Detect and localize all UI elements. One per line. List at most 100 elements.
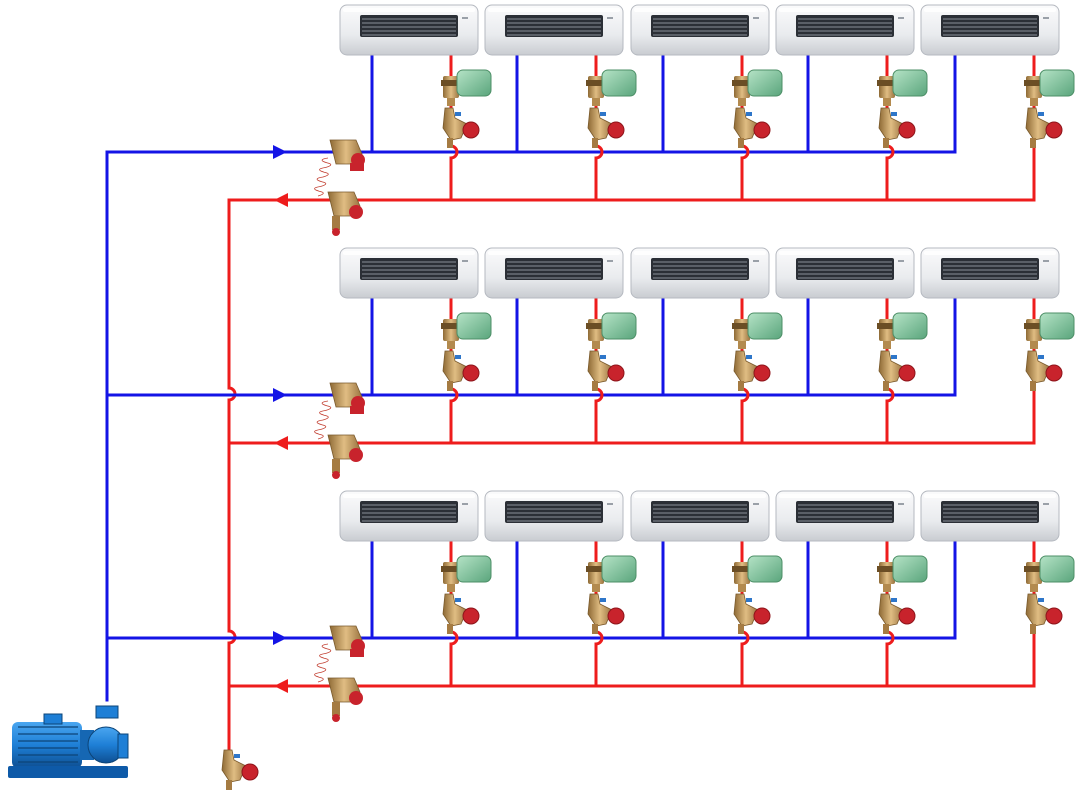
test-port [1038,355,1044,359]
flow-arrow-icon [274,193,288,207]
fan-coil-highlight [779,8,911,12]
motorized-control-valve-icon [601,555,637,583]
fan-coil-highlight [488,494,620,498]
valve-stem [883,98,891,106]
floor-2-fan-coil-unit-3 [630,247,770,299]
floor-2-fan-coil-unit-4 [775,247,915,299]
handwheel [607,607,625,625]
fan-coil-badge [753,503,759,505]
valve-stem [738,98,746,106]
fan-coil-highlight [343,494,475,498]
motorized-control-valve-icon [892,312,928,340]
fan-coil-highlight [634,8,766,12]
valve-band [732,566,752,572]
floor-2-actuator-valve-4 [877,312,928,349]
motorized-control-valve-icon [456,312,492,340]
valve-band [1024,566,1044,572]
handwheel [898,121,916,139]
handwheel [462,121,480,139]
test-port [234,754,240,758]
valve-band [877,323,897,329]
fan-coil-highlight [924,251,1056,255]
valve-outlet [738,381,744,391]
fan-coil-grille [360,501,458,523]
floor-3-actuator-valve-1 [441,555,492,592]
valve-band [441,323,461,329]
handwheel [607,364,625,382]
motorized-control-valve-icon [747,69,783,97]
floor-1-dp-controller [327,191,363,219]
floor-1-balancing-valve-2 [587,107,625,148]
floor-1-actuator-valve-2 [586,69,637,106]
test-port [891,598,897,602]
floor-1-fan-coil-unit-4 [775,4,915,56]
circulation-pump-icon [8,705,129,778]
fan-coil-badge [898,260,904,262]
fan-coil-grille [651,258,749,280]
flow-arrow-icon [274,679,288,693]
fan-coil-grille [360,258,458,280]
floor-1-dp-controller-stem [332,216,340,230]
valve-band [586,566,606,572]
handwheel [898,364,916,382]
valve-stem [1030,341,1038,349]
fan-coil-badge [898,503,904,505]
fan-coil-badge [753,17,759,19]
fan-coil-highlight [634,494,766,498]
capillary-tube [314,157,332,197]
floor-2-dp-controller-stem [332,459,340,473]
valve-stem [592,98,600,106]
floor-3-balancing-valve-4 [878,593,916,634]
test-port [1038,598,1044,602]
valve-stem [883,341,891,349]
valve-stem [447,341,455,349]
valve-stem [1030,98,1038,106]
test-port [891,355,897,359]
handwheel [349,448,363,462]
floor-2-actuator-valve-1 [441,312,492,349]
floor-3-actuator-valve-3 [732,555,783,592]
test-port [455,598,461,602]
floor-3-balancing-valve-5 [1025,593,1063,634]
fan-coil-grille [941,15,1039,37]
floor-1-dp-controller-knob [332,228,340,236]
capillary-tube [314,400,332,440]
handwheel [1045,121,1063,139]
floor-1-actuator-valve-5 [1024,69,1075,106]
valve-outlet [592,138,598,148]
floor-3-dp-controller-stem [332,702,340,716]
valve-stem [738,584,746,592]
test-port [746,598,752,602]
floor-1-actuator-valve-4 [877,69,928,106]
floor-2-actuator-valve-3 [732,312,783,349]
floor-3-partner-valve-cap [350,649,364,657]
fan-coil-grille [505,501,603,523]
fan-coil-highlight [343,251,475,255]
valve-band [586,323,606,329]
return-riser [227,200,237,760]
valve-band [1024,80,1044,86]
pump-suction-flange [117,733,129,759]
floor-1-actuator-valve-1 [441,69,492,106]
handwheel [753,607,771,625]
valve-stem [738,341,746,349]
motorized-control-valve-icon [601,69,637,97]
motorized-control-valve-icon [1039,312,1075,340]
fan-coil-highlight [924,8,1056,12]
floor-1-fan-coil-unit-2 [484,4,624,56]
fan-coil-grille [505,15,603,37]
valve-outlet [883,381,889,391]
motorized-control-valve-icon [747,555,783,583]
handwheel [462,364,480,382]
floor-3-balancing-valve-3 [733,593,771,634]
test-port [455,112,461,116]
valve-outlet [738,138,744,148]
floor-2-partner-valve [329,382,365,410]
fan-coil-grille [796,15,894,37]
handwheel [898,607,916,625]
floor-3-fan-coil-unit-2 [484,490,624,542]
floor-3-actuator-valve-4 [877,555,928,592]
valve-outlet [226,780,232,790]
fan-coil-badge [462,260,468,262]
